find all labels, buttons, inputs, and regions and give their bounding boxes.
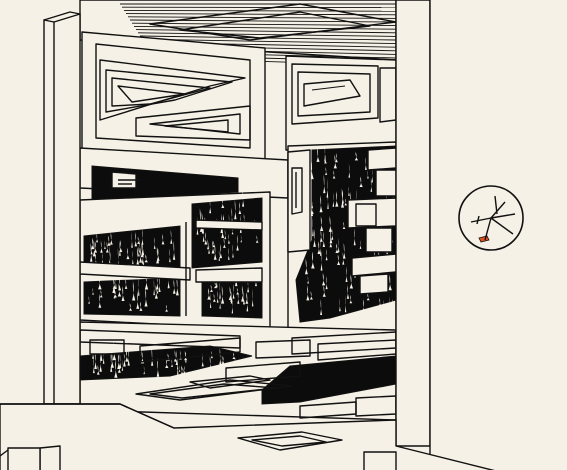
center-room xyxy=(79,147,289,331)
right-cavity xyxy=(287,141,397,341)
clock-compass-icon[interactable] xyxy=(458,185,524,251)
right-wall xyxy=(395,0,567,470)
ceiling-frame-right xyxy=(285,55,397,151)
lower-floor xyxy=(79,321,397,421)
left-pillar xyxy=(43,11,81,405)
foreground-floor xyxy=(0,403,495,470)
ceiling-frame-left xyxy=(81,31,266,161)
